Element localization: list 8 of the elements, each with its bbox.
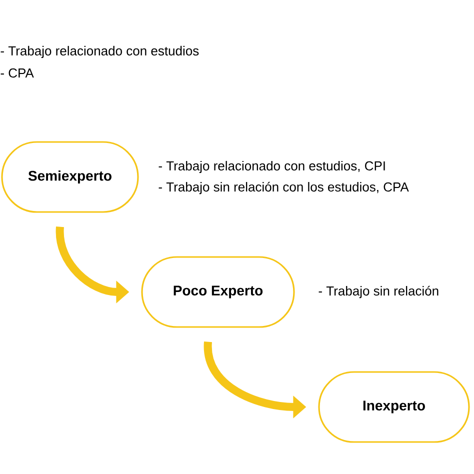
side-note: - Trabajo sin relación con los estudios, CPA bbox=[158, 182, 409, 194]
side-note: - Trabajo relacionado con estudios, CPI bbox=[158, 160, 385, 174]
rounded-box: Semiexperto bbox=[1, 141, 139, 213]
rounded-box: Poco Experto bbox=[141, 256, 295, 328]
side-note: - Trabajo sin relación bbox=[318, 286, 438, 298]
note-text: - CPA bbox=[0, 68, 34, 78]
rounded-box: Inexperto bbox=[318, 371, 470, 443]
note-text: - Trabajo relacionado con estudios bbox=[0, 46, 199, 58]
